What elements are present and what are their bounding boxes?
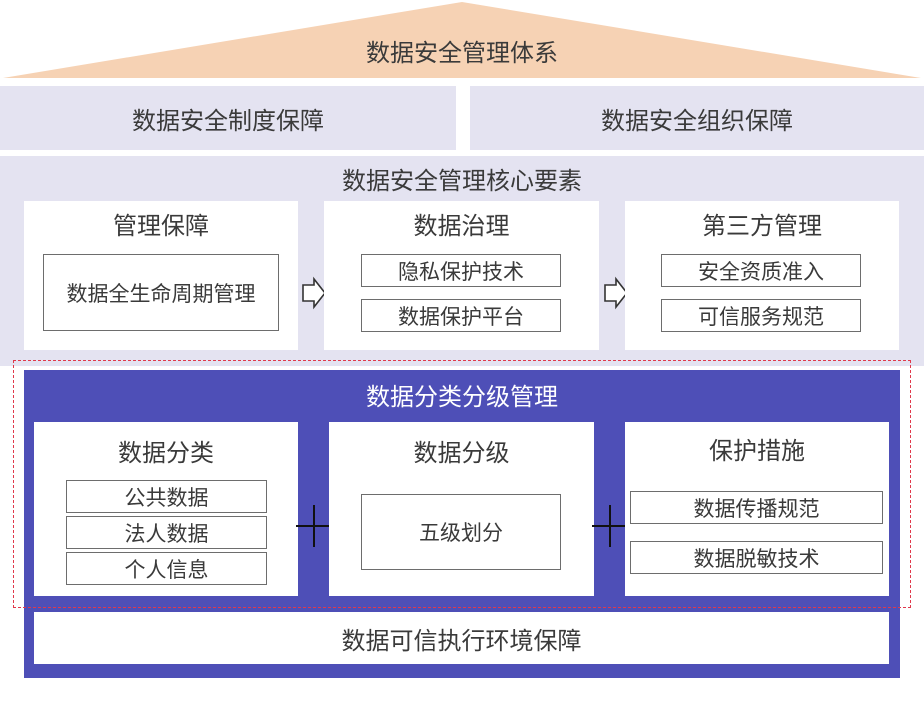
category-item-personal: 个人信息 [66,552,267,585]
roof-triangle [3,2,921,78]
category-item-legal-entity: 法人数据 [66,516,267,549]
plus-icon [296,505,332,547]
class-card-categories-title: 数据分类 [118,438,214,467]
core-card-third-party-item-1: 安全资质准入 [661,254,861,287]
core-card-governance-title: 数据治理 [413,211,510,240]
core-card-management-item: 数据全生命周期管理 [43,254,279,331]
pillar-institution-label: 数据安全制度保障 [132,106,324,135]
protection-item-desensitization: 数据脱敏技术 [630,541,883,574]
core-card-management-title: 管理保障 [113,211,209,240]
core-card-governance-item-1: 隐私保护技术 [361,254,561,287]
roof-title: 数据安全管理体系 [366,38,558,67]
arrow-right-icon [604,276,629,310]
highlight-dashed-border [13,360,911,608]
pillar-institution: 数据安全制度保障 [0,86,456,150]
protection-item-dissemination: 数据传播规范 [630,491,883,524]
core-elements-title: 数据安全管理核心要素 [342,166,582,195]
pillar-organization-label: 数据安全组织保障 [601,106,793,135]
foundation-title: 数据可信执行环境保障 [341,626,582,655]
core-card-third-party-title: 第三方管理 [702,211,822,240]
category-item-public: 公共数据 [66,480,267,513]
core-card-governance-item-2: 数据保护平台 [361,299,561,332]
class-card-protection-title: 保护措施 [709,436,805,465]
arrow-right-icon [302,276,327,310]
class-card-grading-title: 数据分级 [413,438,510,467]
plus-icon [592,505,628,547]
foundation-bar: 数据可信执行环境保障 [34,612,889,664]
grading-item-five-levels: 五级划分 [361,494,561,570]
classification-title: 数据分类分级管理 [366,382,558,411]
core-card-third-party-item-2: 可信服务规范 [661,299,861,332]
pillar-organization: 数据安全组织保障 [470,86,924,150]
